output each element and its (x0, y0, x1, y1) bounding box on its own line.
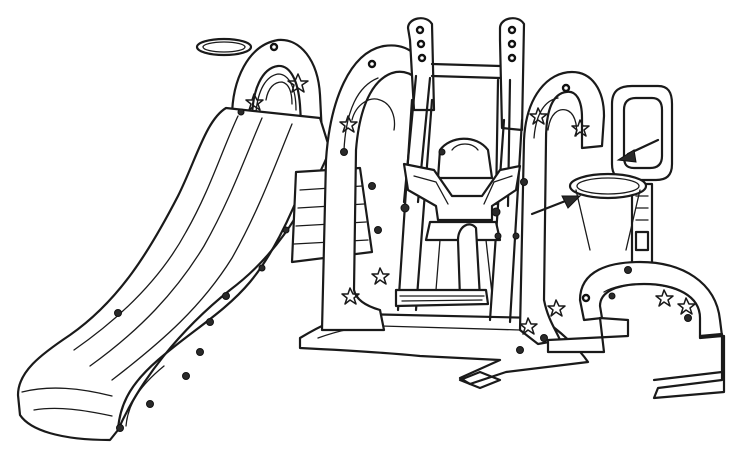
callout-arrows (530, 138, 660, 216)
swing-seat (394, 137, 522, 308)
basketball-hoop (568, 172, 654, 286)
right-side-frame (516, 70, 606, 354)
side-leg (546, 260, 726, 400)
backboard (610, 84, 674, 182)
top-ring (195, 37, 253, 57)
slide (16, 106, 332, 442)
